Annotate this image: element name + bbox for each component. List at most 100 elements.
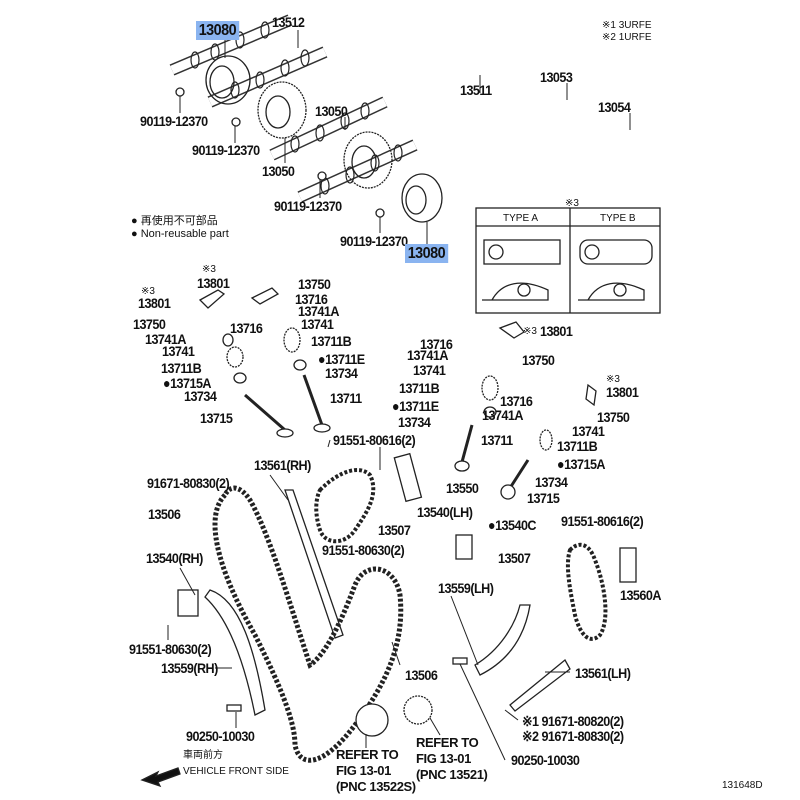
part-13711b[interactable]: 13711B [311,333,352,349]
valve-parts [198,287,597,500]
timing-chain-13506 [212,485,404,763]
part-13801[interactable]: 13801 [197,275,230,291]
figure-id: 131648D [722,780,763,791]
part-13711e[interactable]: ●13711E [318,351,365,367]
part-13506[interactable]: 13506 [148,506,181,522]
guide-13561-rh [284,489,344,639]
part-13741a[interactable]: 13741A [145,331,186,347]
camshaft-13054 [297,139,418,203]
sprocket-13050-upper [257,81,307,139]
part-13561-rh[interactable]: 13561(RH) [254,457,311,473]
part-bolt-90119-12370[interactable]: 90119-12370 [192,142,260,158]
part-13711[interactable]: 13711 [481,432,513,448]
guide-13561-lh [509,659,571,712]
vehicle-front-en: VEHICLE FRONT SIDE [183,766,289,777]
part-bolt-91671-80820[interactable]: ※1 91671-80820(2) [522,713,624,729]
part-13716[interactable]: 13716 [295,291,328,307]
part-13734[interactable]: 13734 [184,388,217,404]
part-13801[interactable]: 13801 [606,384,639,400]
part-13750[interactable]: 13750 [522,352,555,368]
part-13561-lh[interactable]: 13561(LH) [575,665,631,681]
part-bolt-90119-12370[interactable]: 90119-12370 [274,198,342,214]
part-13512[interactable]: 13512 [272,14,305,30]
type-b-label: TYPE B [600,213,636,224]
part-13741[interactable]: 13741 [413,362,446,378]
tensioner-13550 [393,452,423,503]
vvt-gear-13080-upper [205,55,251,105]
sprocket-13521 [403,695,433,725]
part-13506[interactable]: 13506 [405,667,438,683]
part-bolt-90119-12370[interactable]: 90119-12370 [340,233,408,249]
vehicle-front-jp: 車両前方 [183,750,223,761]
part-13741a[interactable]: 13741A [482,407,523,423]
part-13050[interactable]: 13050 [262,163,295,179]
part-bolt-91551-80630[interactable]: 91551-80630(2) [129,641,212,657]
part-13801[interactable]: 13801 [540,323,573,339]
part-13080-vvt-upper[interactable]: 13080 [196,21,239,40]
part-13507[interactable]: 13507 [498,550,531,566]
part-13711[interactable]: 13711 [330,390,362,406]
part-13715a[interactable]: ●13715A [163,375,212,391]
part-bolt-91551-80616[interactable]: 91551-80616(2) [333,432,416,448]
part-13711b[interactable]: 13711B [161,360,202,376]
part-13053[interactable]: 13053 [540,69,573,85]
part-bolt-91671-80830[interactable]: 91671-80830(2) [147,475,230,491]
part-bolt-91551-80630[interactable]: 91551-80630(2) [322,542,405,558]
part-13715[interactable]: 13715 [200,410,233,426]
part-bolt-90119-12370[interactable]: 90119-12370 [140,113,208,129]
part-13054[interactable]: 13054 [598,99,631,115]
part-13559-rh[interactable]: 13559(RH) [161,660,218,676]
part-13050[interactable]: 13050 [315,103,348,119]
part-13711b[interactable]: 13711B [557,438,598,454]
vehicle-front-arrow-icon [140,767,181,788]
part-bolt-91671-80830[interactable]: ※2 91671-80830(2) [522,728,624,744]
part-13750[interactable]: 13750 [133,316,166,332]
part-bolt-91551-80616[interactable]: 91551-80616(2) [561,513,644,529]
part-13540c[interactable]: ●13540C [488,517,537,533]
part-13540-rh[interactable]: 13540(RH) [146,550,203,566]
camshaft-13511 [207,46,328,108]
part-13716[interactable]: 13716 [500,393,533,409]
part-13711e[interactable]: ●13711E [392,398,439,414]
part-13741a[interactable]: 13741A [298,303,339,319]
part-13734[interactable]: 13734 [398,414,431,430]
type-a-label: TYPE A [503,213,539,224]
part-13711b[interactable]: 13711B [399,380,440,396]
nonreusable-legend-jp: ● 再使用不可部品 [131,215,218,227]
part-13507[interactable]: 13507 [378,522,411,538]
part-13715a[interactable]: ●13715A [557,456,606,472]
engine-note-1: ※1 3URFE [602,20,652,31]
part-13559-lh[interactable]: 13559(LH) [438,580,494,596]
part-13801[interactable]: 13801 [138,295,171,311]
guide-13559-rh [204,589,266,716]
part-pin-90250-10030[interactable]: 90250-10030 [511,752,580,768]
part-13741a[interactable]: 13741A [407,347,448,363]
part-13511[interactable]: 13511 [460,82,492,98]
part-13080-vvt-lower[interactable]: 13080 [405,244,448,263]
chain-13507-right [565,542,608,641]
part-pin-90250-10030[interactable]: 90250-10030 [186,728,255,744]
part-13750[interactable]: 13750 [597,409,630,425]
part-13734[interactable]: 13734 [325,365,358,381]
type-mark: ※3 [565,198,579,209]
part-13750[interactable]: 13750 [298,276,331,292]
part-13550[interactable]: 13550 [446,480,479,496]
part-13741[interactable]: 13741 [572,423,605,439]
type-mark: ※3 [141,286,155,297]
refer-fig-13-01-pnc-13522s[interactable]: REFER TO FIG 13-01 (PNC 13522S) [336,747,416,794]
nonreusable-legend-en: ● Non-reusable part [131,228,229,240]
part-13716[interactable]: 13716 [420,336,453,352]
part-13741[interactable]: 13741 [301,316,334,332]
part-13560a[interactable]: 13560A [620,587,661,603]
part-13540-lh[interactable]: 13540(LH) [417,504,473,520]
part-13734[interactable]: 13734 [535,474,568,490]
vvt-gear-13080-lower [401,173,443,223]
tensioner-13540-rh [177,589,199,617]
part-13716[interactable]: 13716 [230,320,263,336]
part-13741[interactable]: 13741 [162,343,195,359]
part-13715[interactable]: 13715 [527,490,560,506]
tensioner-13540-lh [455,534,473,560]
refer-fig-13-01-pnc-13521[interactable]: REFER TO FIG 13-01 (PNC 13521) [416,735,488,782]
